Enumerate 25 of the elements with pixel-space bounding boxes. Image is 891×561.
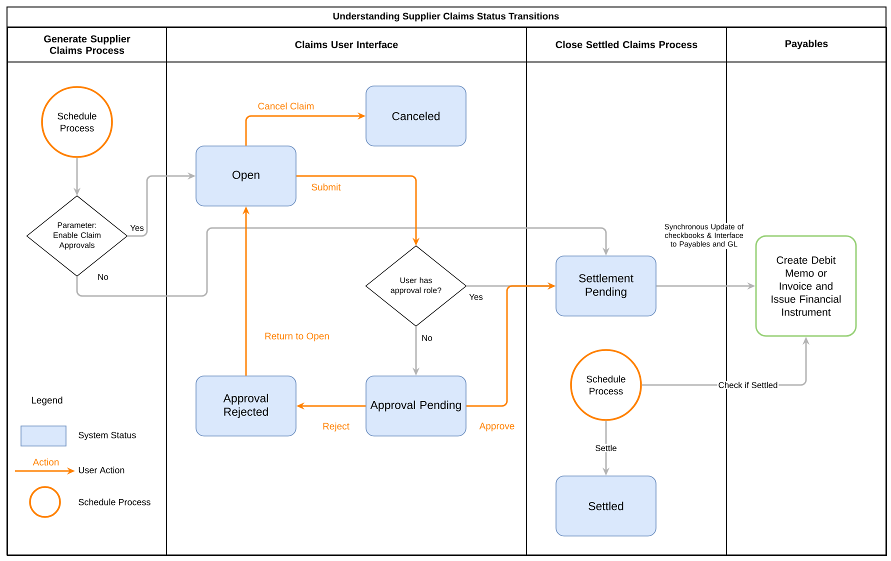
arrow <box>76 227 610 297</box>
edge-label: Return to Open <box>265 332 329 342</box>
process-box: Create Debit Memo or Invoice and Issue Financial Instrument <box>755 235 857 337</box>
edge-label: Settle <box>594 444 618 452</box>
edge-label: Yes <box>130 225 144 231</box>
status-box: Approval Pending <box>366 376 466 436</box>
legend-label: User Action <box>78 466 124 474</box>
diagram-title: Understanding Supplier Claims Status Transitions <box>333 12 559 22</box>
edge-label: Reject <box>323 422 350 432</box>
status-box: Approval Rejected <box>196 376 296 436</box>
legend-label: System Status <box>78 432 136 440</box>
edge-label: Yes <box>469 294 483 300</box>
edge-label: No <box>422 335 432 341</box>
edge-label: Cancel Claim <box>258 102 314 110</box>
edge-label: Approve <box>479 422 514 432</box>
status-box: Open <box>196 146 296 206</box>
legend-sample-label: Action <box>32 458 59 466</box>
status-box: Settled <box>556 476 656 536</box>
legend-label: Schedule Process <box>78 498 150 506</box>
edge-label: Check if Settled <box>717 380 779 390</box>
legend-heading: Legend <box>32 396 62 406</box>
status-box: Canceled <box>366 86 466 146</box>
edge-label: Submit <box>312 184 341 190</box>
status-box: Settlement Pending <box>556 256 656 316</box>
edge-label: No <box>98 274 108 280</box>
